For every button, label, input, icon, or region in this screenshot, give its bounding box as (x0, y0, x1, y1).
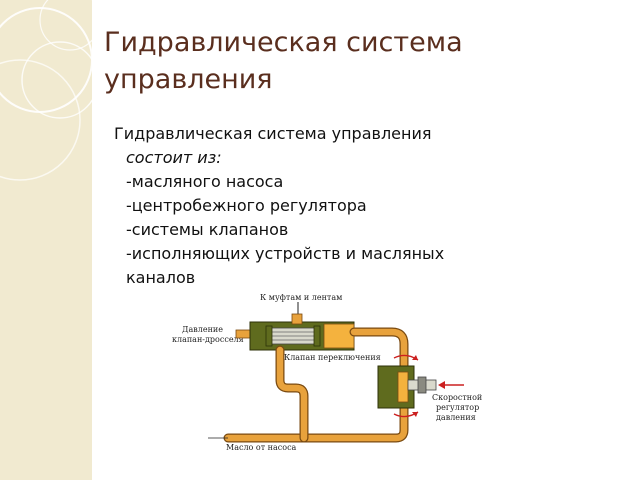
pipe-valve-to-governor (350, 328, 408, 370)
label-right-3: давления (436, 413, 476, 422)
slide-body: Гидравлическая система управления состои… (114, 122, 584, 290)
slide-title: Гидравлическая система управления (104, 27, 463, 95)
body-intro: Гидравлическая система управления (114, 124, 432, 143)
label-right-2: регулятор (436, 403, 479, 412)
pipe-riser-outline (275, 345, 309, 443)
label-left-2: клапан-дросселя (172, 335, 244, 344)
body-item-centrifugal-regulator: -центробежного регулятора (126, 196, 367, 215)
pipe-riser (276, 346, 308, 442)
decorative-circles-icon (0, 0, 92, 181)
label-right-1: Скоростной (432, 393, 482, 402)
hydraulic-diagram-svg: К муфтам и лентам Давление клапан-дроссе… (172, 293, 482, 452)
body-item-oil-pump: -масляного насоса (126, 172, 284, 191)
label-valve: Клапан переключения (284, 353, 381, 362)
label-top: К муфтам и лентам (260, 293, 342, 302)
label-left-1: Давление (182, 325, 223, 334)
governor-weight (417, 376, 427, 394)
body-item-valve-system: -системы клапанов (126, 220, 289, 239)
hydraulic-diagram: К муфтам и лентам Давление клапан-дроссе… (168, 288, 508, 478)
pipe-main (224, 404, 408, 442)
body-item-channels: каналов (126, 268, 196, 287)
outlet-to-clutches (291, 313, 303, 325)
label-bottom: Масло от насоса (226, 443, 297, 452)
decorative-band (0, 0, 92, 480)
shift-valve-oil-chamber (323, 323, 355, 349)
pipe-main-outline (223, 403, 409, 443)
governor-oil-chamber (397, 371, 409, 403)
body-consists: состоит из: (126, 148, 222, 167)
body-item-actuators: -исполняющих устройств и масляных (126, 244, 445, 263)
